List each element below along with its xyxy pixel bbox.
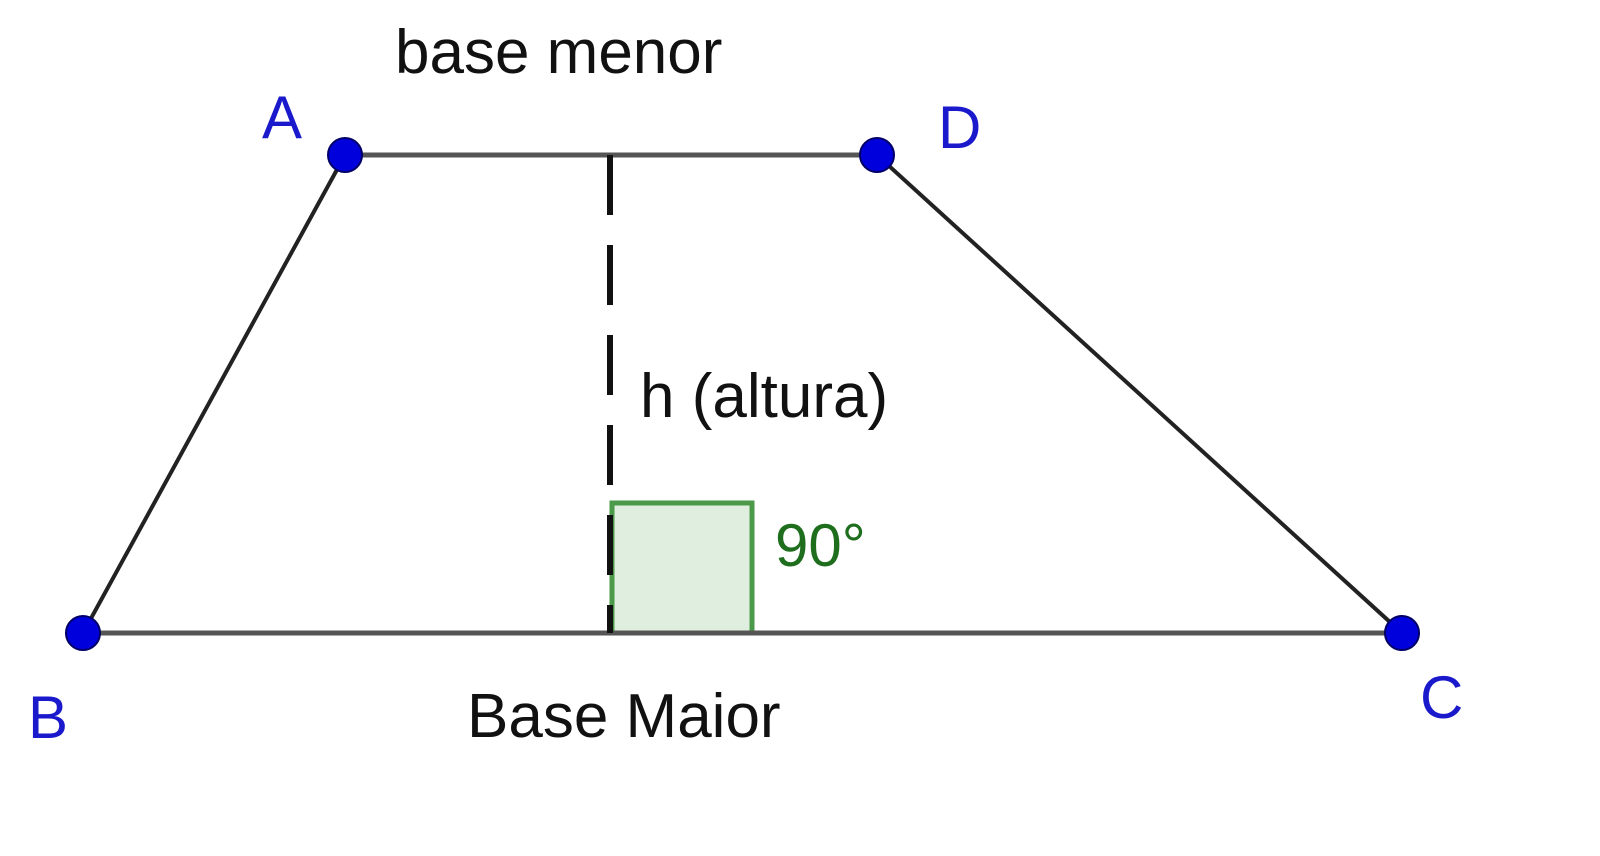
- vertex-a: [327, 137, 363, 173]
- vertex-b: [65, 615, 101, 651]
- edge-ab: [81, 154, 347, 634]
- label-vertex-d: D: [938, 94, 981, 161]
- label-vertex-a: A: [262, 84, 302, 151]
- right-angle-marker: [609, 500, 755, 636]
- label-base-maior: Base Maior: [467, 682, 781, 751]
- label-height: h (altura): [640, 362, 888, 431]
- edge-dc: [875, 153, 1404, 635]
- label-vertex-c: C: [1420, 664, 1463, 731]
- label-base-menor: base menor: [395, 18, 722, 87]
- label-angle-90: 90°: [775, 512, 866, 579]
- label-vertex-b: B: [28, 684, 68, 751]
- vertex-d: [859, 137, 895, 173]
- vertex-c: [1384, 615, 1420, 651]
